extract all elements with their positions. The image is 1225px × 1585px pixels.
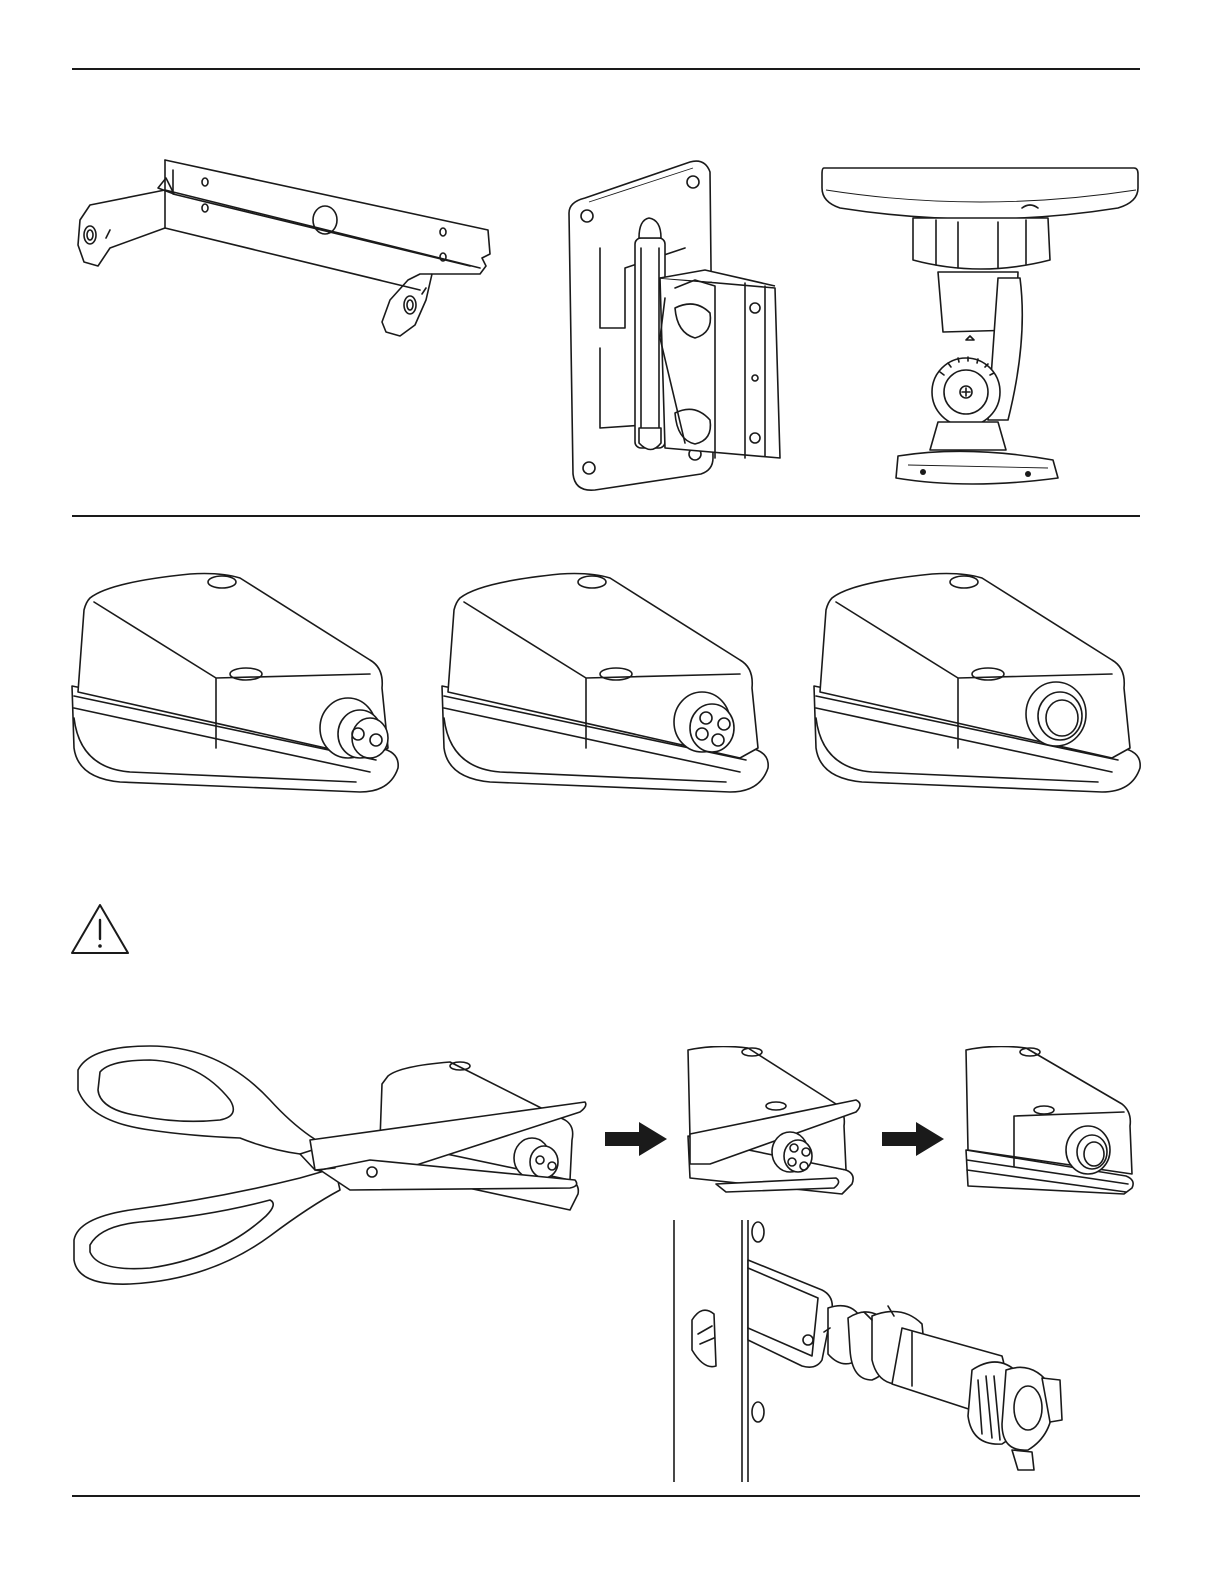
right-arrow-icon bbox=[882, 1122, 944, 1156]
conduit-installation-illustration bbox=[672, 1220, 1072, 1482]
cover-open-port-illustration bbox=[812, 568, 1152, 798]
ceiling-swivel-mount-illustration bbox=[818, 160, 1143, 490]
cover-four-hole-grommet-illustration bbox=[440, 568, 780, 798]
right-arrow-icon bbox=[605, 1122, 667, 1156]
bottom-rule bbox=[72, 1495, 1140, 1497]
cover-two-hole-grommet-illustration bbox=[70, 568, 410, 798]
scissors-cutting-grommet-illustration bbox=[70, 1040, 590, 1310]
wall-swivel-mount-illustration bbox=[565, 158, 795, 493]
open-port-result-illustration bbox=[964, 1046, 1144, 1196]
top-rule bbox=[72, 68, 1140, 70]
cutting-four-hole-illustration bbox=[686, 1046, 866, 1196]
caution-triangle-icon bbox=[70, 903, 130, 955]
middle-rule bbox=[72, 515, 1140, 517]
u-bracket-illustration bbox=[70, 150, 500, 345]
